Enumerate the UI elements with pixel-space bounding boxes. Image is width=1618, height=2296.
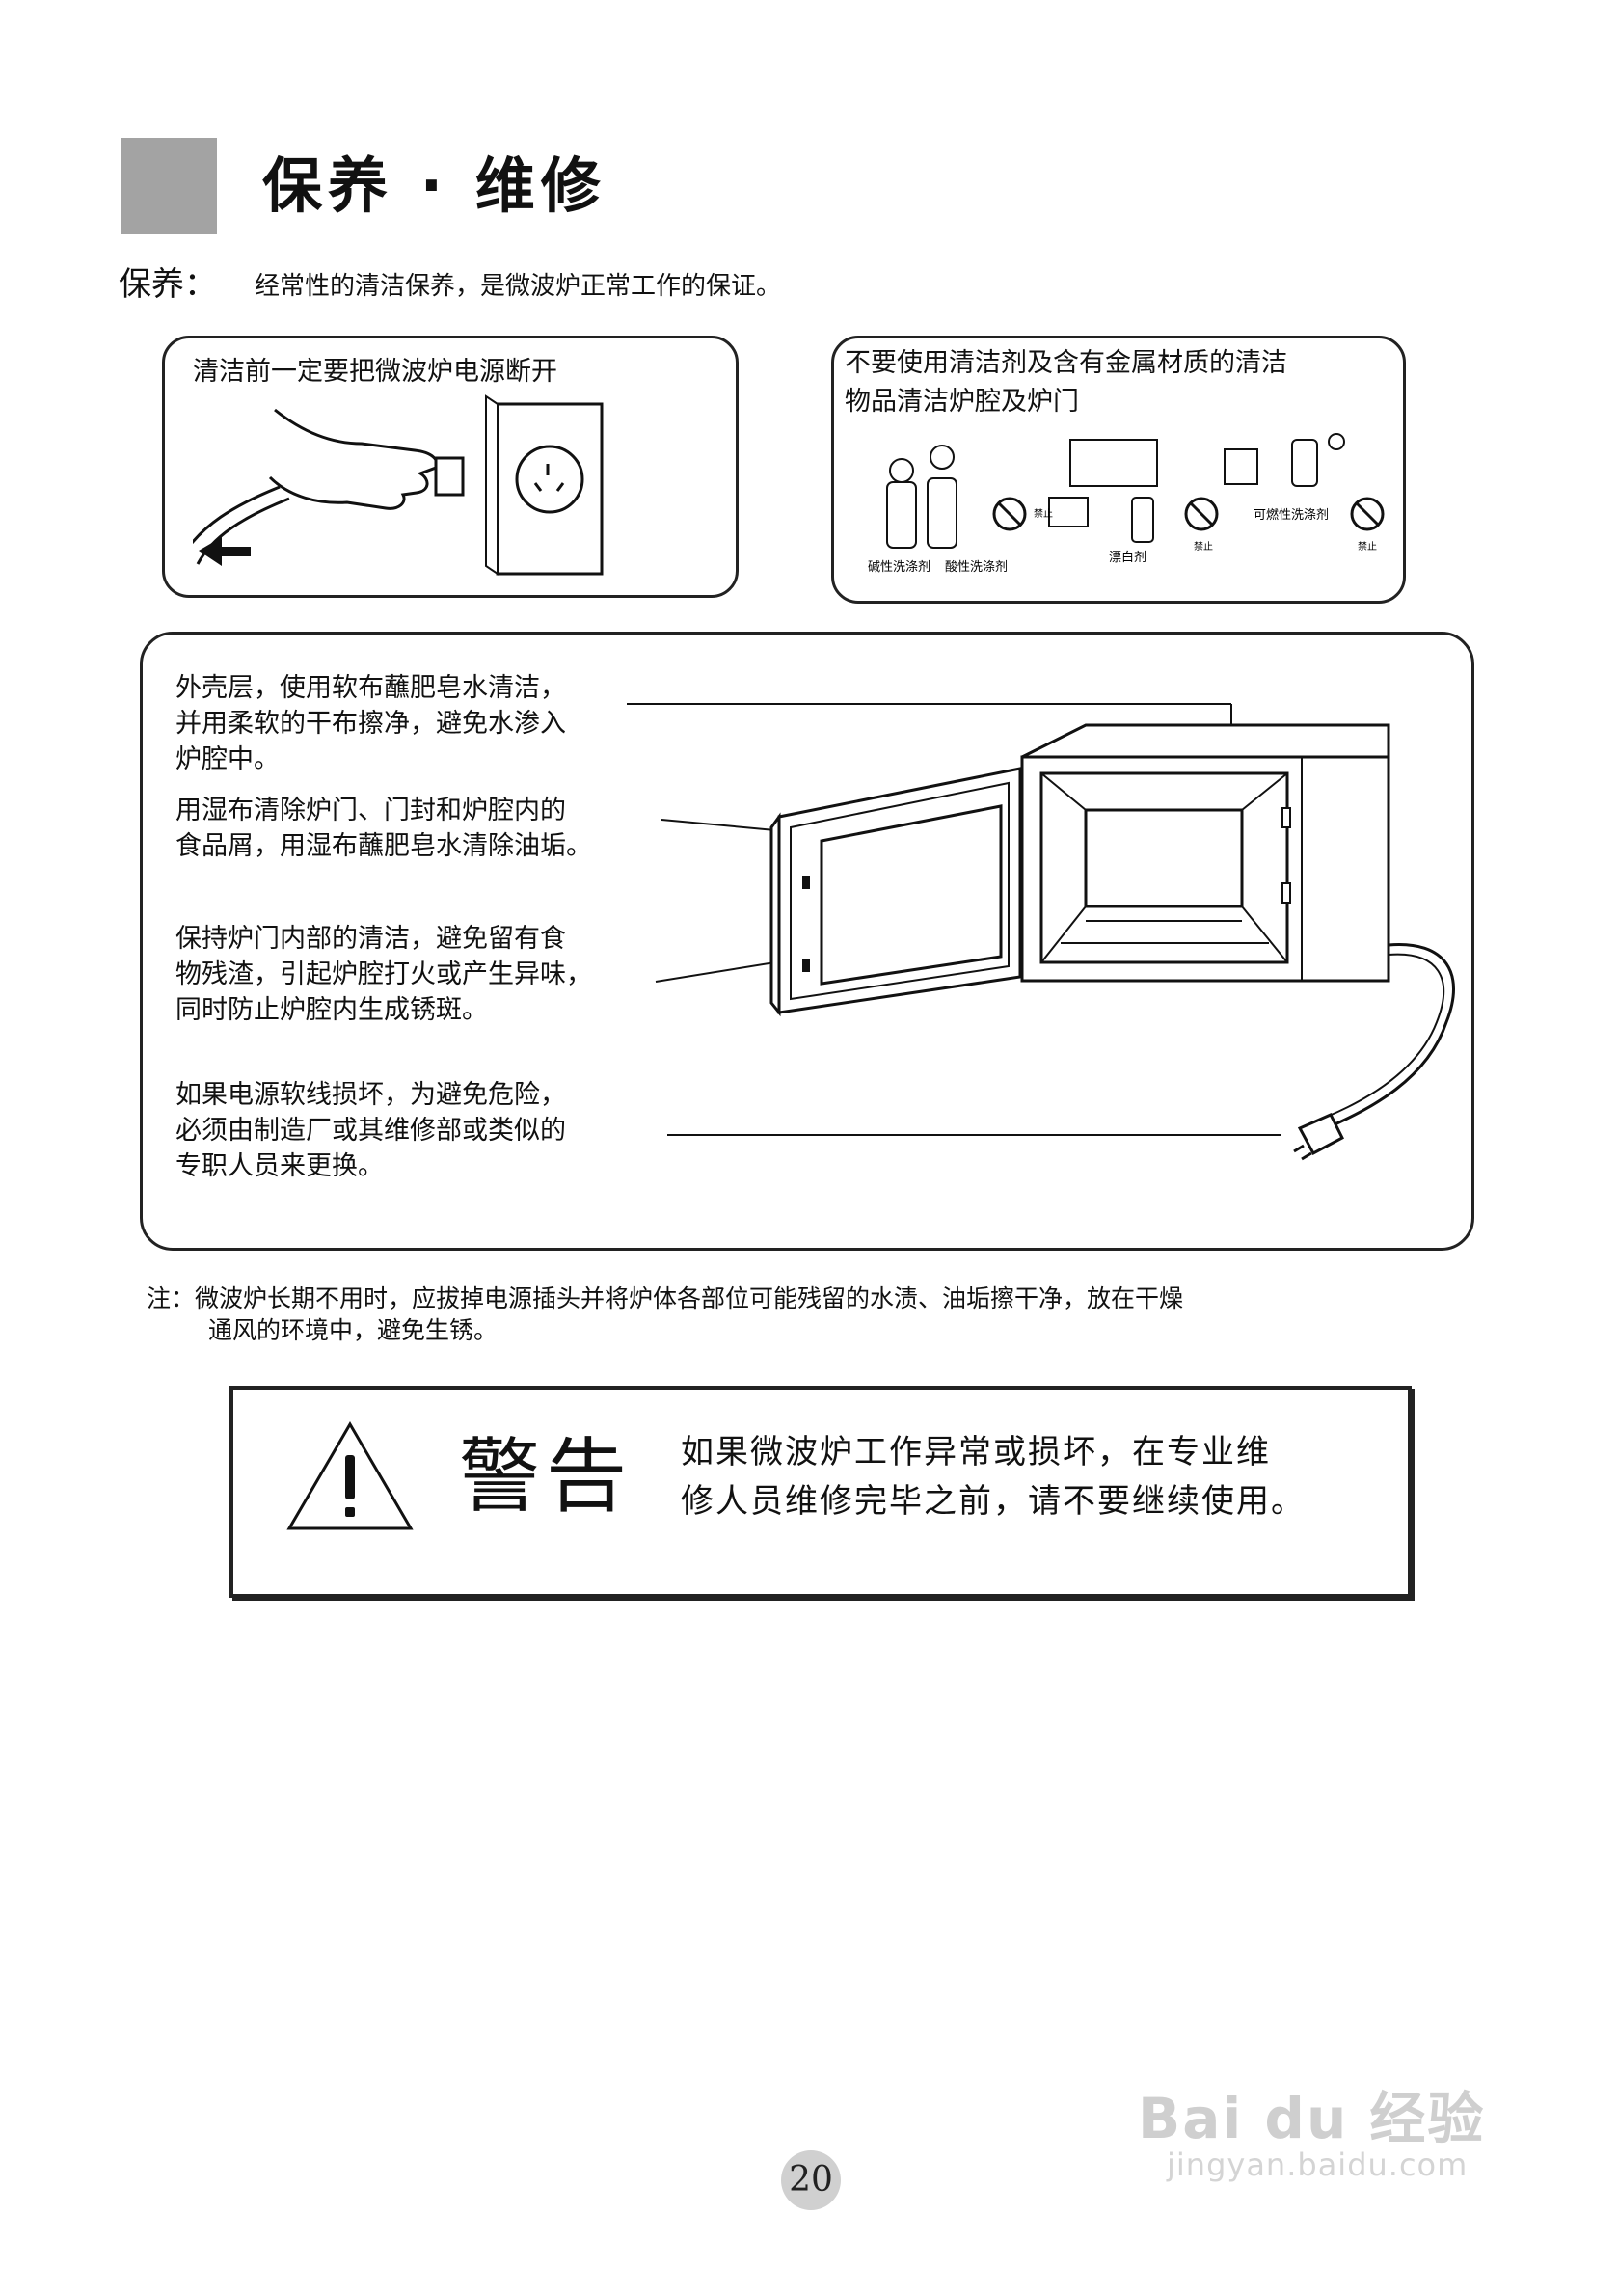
- annotation-exterior-line2: 并用柔软的干布擦净，避免水渗入: [175, 709, 566, 739]
- watermark-url: jingyan.baidu.com: [1167, 2147, 1469, 2183]
- annotation-exterior: 外壳层，使用软布蘸肥皂水清洁， 并用柔软的干布擦净，避免水渗入 炉腔中。: [175, 670, 566, 777]
- microwave-illustration: [627, 703, 1455, 1161]
- maintenance-intro: 经常性的清洁保养，是微波炉正常工作的保证。: [255, 272, 782, 301]
- annotation-power-cord: 如果电源软线损坏，为避免危险， 必须由制造厂或其维修部或类似的 专职人员来更换。: [175, 1077, 566, 1184]
- page-number: 20: [789, 2160, 833, 2200]
- warning-text-line2: 修人员维修完毕之前，请不要继续使用。: [681, 1482, 1306, 1521]
- detergent-illustration: 碱性洗涤剂 酸性洗涤剂 漂白剂 可燃性洗涤剂 禁止 禁止 禁止: [868, 433, 1385, 575]
- maintenance-label: 保养：: [119, 265, 217, 304]
- annotation-power-cord-line3: 专职人员来更换。: [175, 1151, 384, 1181]
- label-alkaline: 碱性洗涤剂: [868, 560, 930, 575]
- label-forbidden-1: 禁止: [1034, 508, 1053, 520]
- page-title: 保养 · 维修: [262, 150, 607, 221]
- annotation-door-inside-line3: 同时防止炉腔内生成锈斑。: [175, 995, 488, 1025]
- annotation-door-inside: 保持炉门内部的清洁，避免留有食 物残渣，引起炉腔打火或产生异味， 同时防止炉腔内…: [175, 921, 592, 1028]
- section-marker-block: [121, 138, 217, 234]
- unplug-instruction-text: 清洁前一定要把微波炉电源断开: [193, 357, 557, 387]
- warning-title: 警告: [459, 1429, 634, 1524]
- annotation-door-inside-line1: 保持炉门内部的清洁，避免留有食: [175, 924, 566, 954]
- annotation-exterior-line1: 外壳层，使用软布蘸肥皂水清洁，: [175, 673, 566, 703]
- annotation-door-inside-line2: 物残渣，引起炉腔打火或产生异味，: [175, 959, 592, 989]
- annotation-door-seal-line1: 用湿布清除炉门、门封和炉腔内的: [175, 796, 566, 825]
- unplug-illustration: [193, 394, 604, 576]
- no-detergent-text-line2: 物品清洁炉腔及炉门: [845, 387, 1079, 417]
- label-forbidden-3: 禁止: [1358, 541, 1377, 553]
- warning-triangle-icon: [286, 1421, 414, 1530]
- warning-text-line1: 如果微波炉工作异常或损坏，在专业维: [681, 1433, 1271, 1472]
- annotation-door-seal: 用湿布清除炉门、门封和炉腔内的 食品屑，用湿布蘸肥皂水清除油垢。: [175, 793, 592, 864]
- annotation-power-cord-line2: 必须由制造厂或其维修部或类似的: [175, 1116, 566, 1146]
- note-line1: 注：微波炉长期不用时，应拔掉电源插头并将炉体各部位可能残留的水渍、油垢擦干净，放…: [147, 1284, 1184, 1312]
- annotation-exterior-line3: 炉腔中。: [175, 744, 280, 774]
- label-forbidden-2: 禁止: [1194, 541, 1213, 553]
- annotation-power-cord-line1: 如果电源软线损坏，为避免危险，: [175, 1080, 566, 1110]
- warning-box: [229, 1386, 1412, 1598]
- annotation-door-seal-line2: 食品屑，用湿布蘸肥皂水清除油垢。: [175, 831, 592, 861]
- watermark-brand: Bai du 经验: [1138, 2086, 1486, 2151]
- label-acid: 酸性洗涤剂: [945, 560, 1008, 575]
- note-line2: 通风的环境中，避免生锈。: [208, 1316, 499, 1344]
- page-number-badge: [781, 2150, 841, 2210]
- label-flammable: 可燃性洗涤剂: [1254, 507, 1329, 523]
- label-bleach: 漂白剂: [1109, 550, 1146, 565]
- no-detergent-text-line1: 不要使用清洁剂及含有金属材质的清洁: [845, 348, 1287, 378]
